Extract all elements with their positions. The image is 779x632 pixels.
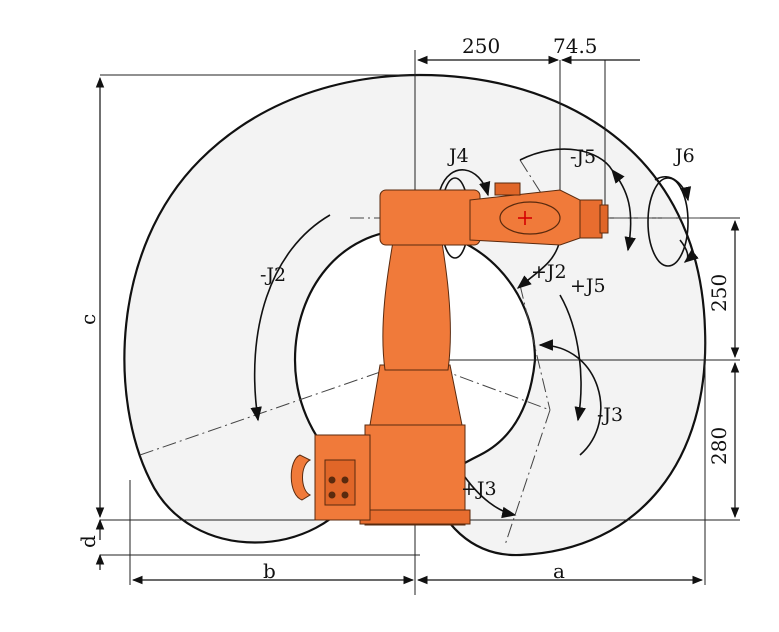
j6-arrow bbox=[654, 176, 692, 202]
connector-c bbox=[328, 491, 336, 499]
joint-j6-label: J6 bbox=[673, 145, 695, 167]
robot-flange bbox=[599, 204, 609, 234]
robot-forearm-block bbox=[379, 189, 481, 246]
joint-minus-j3-label: -J3 bbox=[597, 404, 623, 426]
robot-base bbox=[364, 424, 466, 526]
dim-top-right-label: 74.5 bbox=[553, 34, 598, 58]
rotation-arcs bbox=[250, 148, 699, 519]
joint-plus-j5-label: +J5 bbox=[570, 275, 606, 297]
j4-arc bbox=[439, 169, 491, 197]
connector-b bbox=[341, 476, 349, 484]
robot-top-connector bbox=[494, 182, 521, 196]
dim-right-lower-label: 280 bbox=[707, 427, 731, 465]
minus-j2-arc bbox=[250, 214, 331, 422]
robot-cable-hook bbox=[290, 454, 312, 501]
joint-minus-j2-label: -J2 bbox=[260, 264, 286, 286]
robot-wrist bbox=[579, 199, 603, 239]
joint-minus-j5-label: -J5 bbox=[570, 146, 596, 168]
dim-b-label: b bbox=[263, 559, 276, 583]
connector-d bbox=[341, 491, 349, 499]
joint-plus-j2-label: +J2 bbox=[531, 261, 567, 283]
connector-a bbox=[328, 476, 336, 484]
dim-d-label: d bbox=[76, 535, 100, 548]
robot-wrist-housing bbox=[499, 201, 561, 235]
j6-ellipse bbox=[647, 177, 689, 267]
robot-arm bbox=[290, 182, 609, 526]
minus-j5-arc bbox=[519, 148, 613, 171]
robot-upper-arm bbox=[382, 229, 451, 371]
dim-a-label: a bbox=[553, 559, 565, 583]
plus-j3-arc bbox=[459, 469, 517, 519]
j5-side-arc bbox=[611, 168, 636, 252]
joint-j4-label: J4 bbox=[447, 145, 469, 167]
robot-connector-panel bbox=[324, 459, 356, 506]
minus-j3-arc bbox=[538, 339, 602, 456]
plus-j5-arc bbox=[559, 294, 586, 422]
plus-j2-arc bbox=[516, 239, 561, 289]
robot-shoulder bbox=[369, 364, 463, 426]
joint-plus-j3-label: +J3 bbox=[461, 478, 497, 500]
dim-top-left-label: 250 bbox=[462, 34, 500, 58]
dimension-arrows bbox=[95, 55, 740, 585]
dim-right-upper-label: 250 bbox=[707, 274, 731, 312]
robot-base-plate bbox=[359, 509, 471, 525]
j6-arrow-lower bbox=[679, 239, 699, 263]
dim-c-label: c bbox=[76, 314, 100, 325]
